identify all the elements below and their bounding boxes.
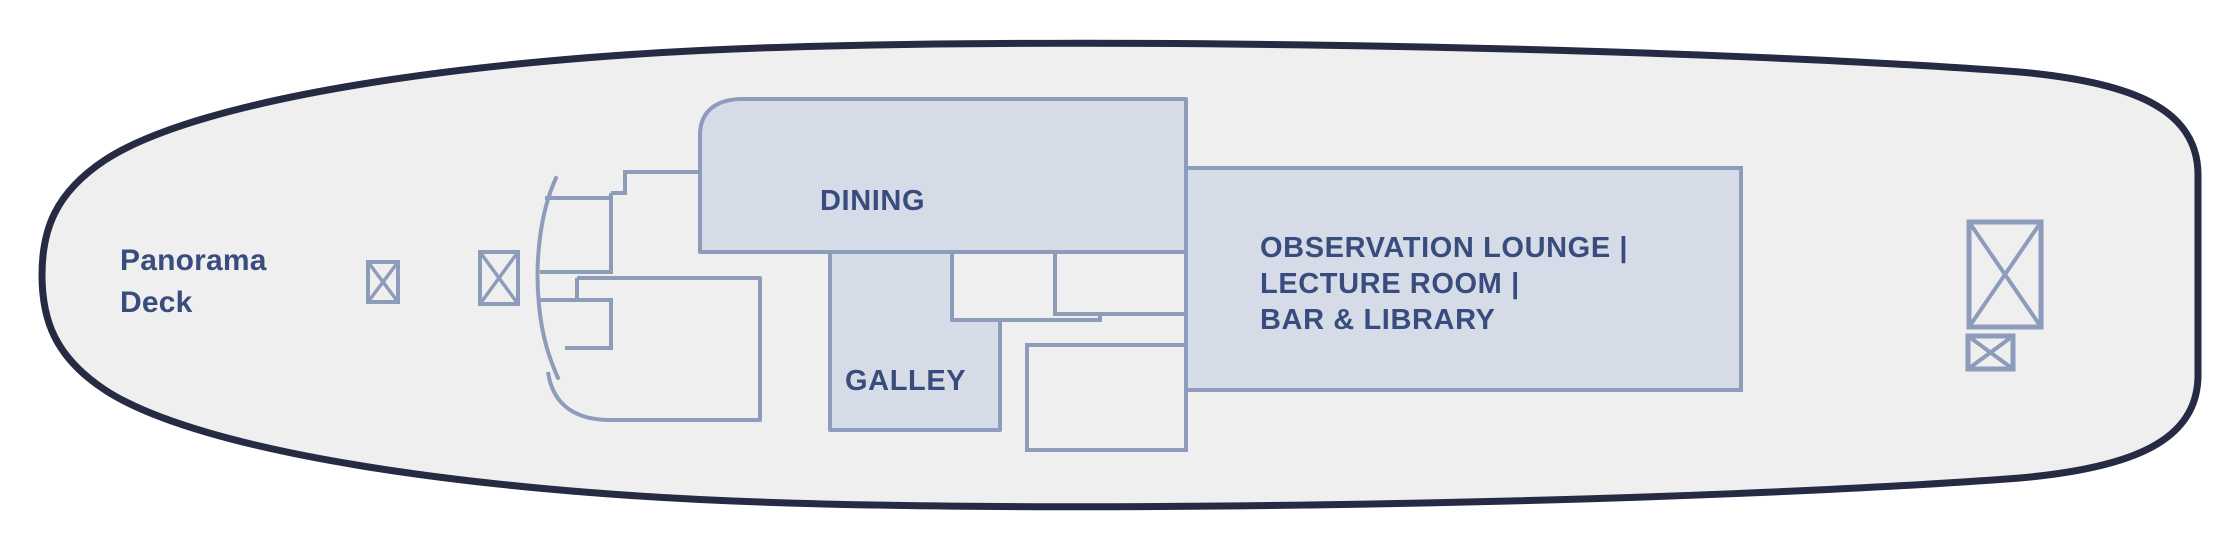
room-label-observation-line1: OBSERVATION LOUNGE |	[1260, 232, 1628, 264]
symbol-stairwell-aft-small[interactable]	[1965, 333, 2016, 372]
room-label-observation-line3: BAR & LIBRARY	[1260, 304, 1496, 336]
room-label-observation-line2: LECTURE ROOM |	[1260, 268, 1520, 300]
stairwell-icon-cross	[1967, 220, 2043, 329]
room-dining[interactable]	[698, 97, 1188, 254]
symbol-stairwell-aft-large[interactable]	[1966, 219, 2044, 330]
room-galley[interactable]	[828, 250, 1002, 432]
stairwell-icon	[1966, 219, 2044, 330]
room-observation-lounge[interactable]	[1184, 166, 1743, 392]
service-room-upper-right	[1053, 250, 1188, 316]
symbol-stairwell-fore-large[interactable]	[478, 250, 520, 306]
forward-large-room	[546, 276, 762, 422]
forward-compartment-mid	[611, 170, 700, 195]
stairwell-icon-cross	[478, 250, 520, 306]
room-label-galley: GALLEY	[845, 365, 966, 397]
stairwell-icon	[478, 250, 520, 306]
deck-name-line1: Panorama	[120, 244, 267, 277]
forward-structure-group	[535, 170, 762, 422]
symbol-stairwell-fore-small[interactable]	[366, 260, 400, 304]
service-room-lower	[1025, 343, 1188, 452]
stairwell-icon	[366, 260, 400, 304]
stairwell-icon-cross	[366, 260, 400, 304]
deck-name-line2: Deck	[120, 286, 193, 319]
elevator-icon	[1965, 333, 2016, 372]
room-label-dining: DINING	[820, 185, 925, 217]
elevator-icon-cross	[1966, 334, 2015, 371]
